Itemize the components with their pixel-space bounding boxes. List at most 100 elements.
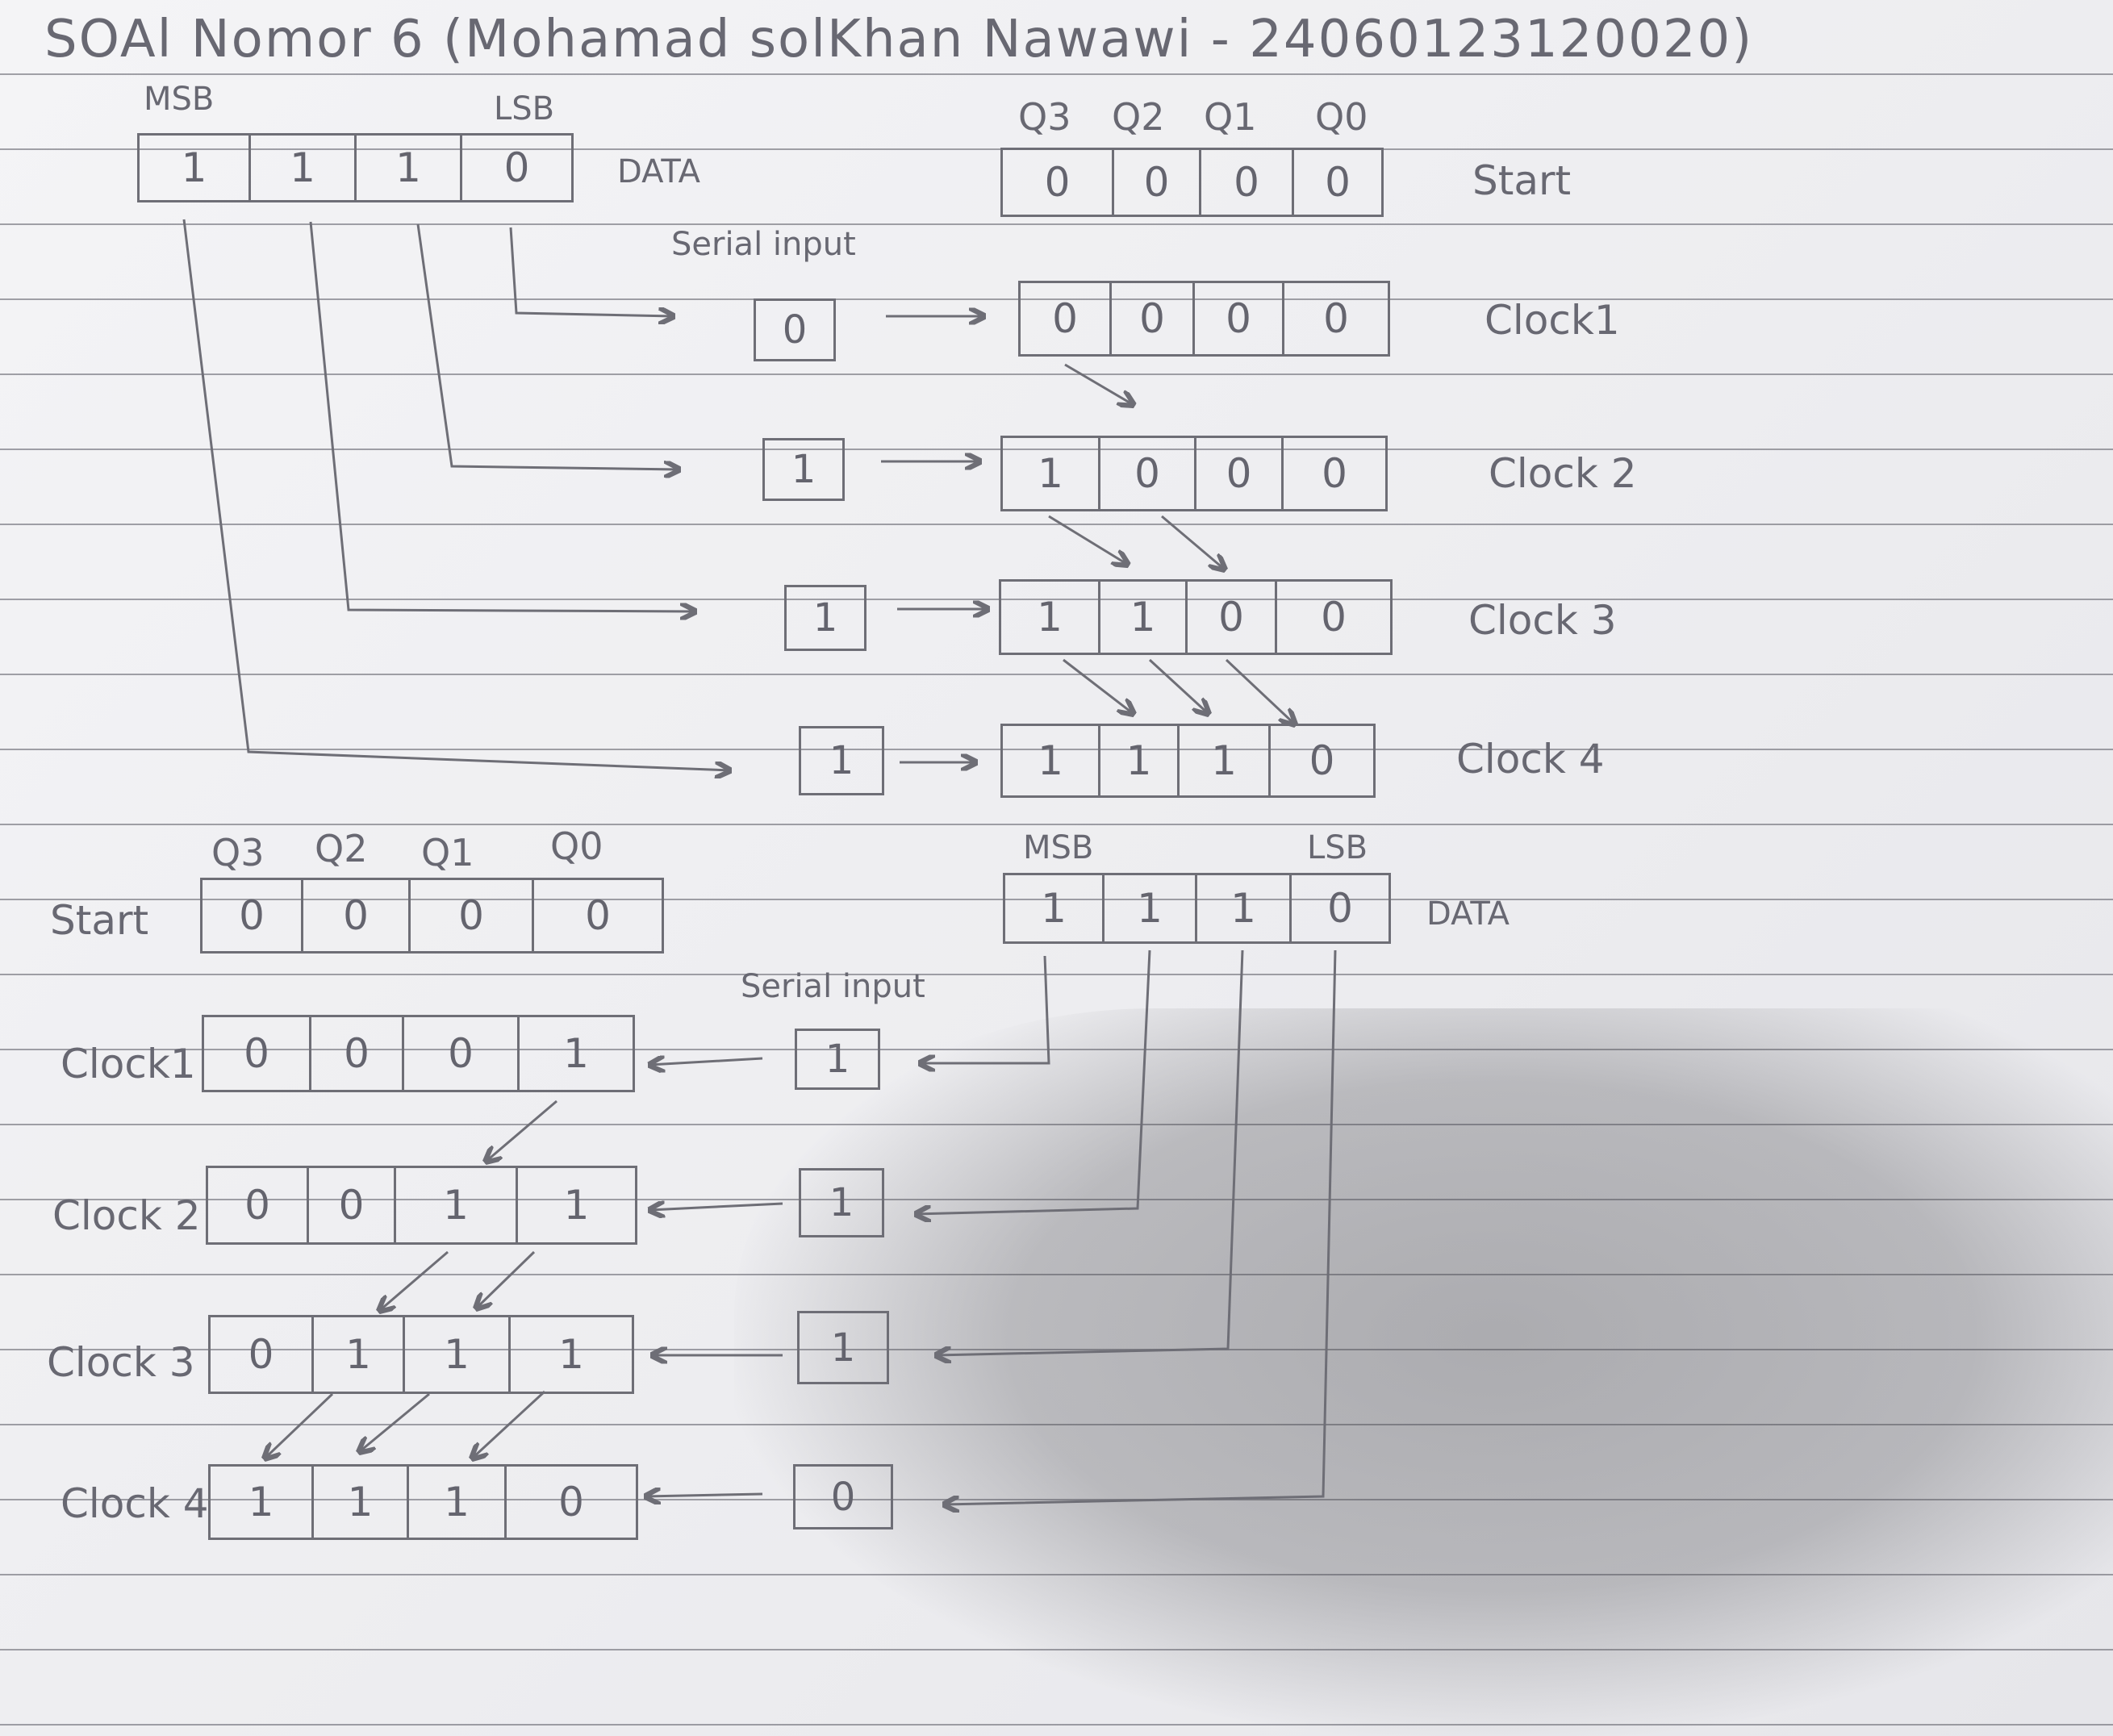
q0-cell: 0 xyxy=(585,892,611,939)
q3-cell: 1 xyxy=(1003,726,1100,795)
data-bit: 1 xyxy=(1005,875,1105,941)
wire-bit2-to-clock3 xyxy=(936,949,1244,1355)
serial-input-box: 1 xyxy=(762,438,845,501)
shift-arrow xyxy=(1064,363,1134,405)
q1-label-bottom: Q1 xyxy=(421,831,474,874)
q2-cell: 0 xyxy=(1114,150,1201,215)
data-bit: 1 xyxy=(140,136,251,200)
data-bit: 1 xyxy=(357,136,462,200)
q0-cell: 1 xyxy=(563,1030,589,1077)
q2-cell: 0 xyxy=(311,1017,404,1090)
q1-cell: 0 xyxy=(1195,283,1284,354)
wire-lsb-to-clock4 xyxy=(944,949,1337,1504)
q0-cell: 1 xyxy=(563,1182,590,1229)
serial-input-label-bottom: Serial input xyxy=(741,968,925,1005)
q1-cell: 1 xyxy=(405,1317,511,1392)
q1-cell: 1 xyxy=(396,1168,518,1242)
q2-cell: 0 xyxy=(1100,438,1196,509)
q0-cell: 0 xyxy=(1322,450,1347,497)
wire-msb-to-clock1 xyxy=(920,955,1050,1063)
q1-label-top: Q1 xyxy=(1204,95,1257,139)
shift-arrow xyxy=(476,1250,536,1308)
serial-input-box: 0 xyxy=(793,1464,893,1529)
q2-label-bottom: Q2 xyxy=(315,827,368,870)
q3-cell: 1 xyxy=(211,1467,314,1538)
data-bit: 0 xyxy=(503,144,530,191)
start-label-top: Start xyxy=(1472,157,1572,204)
serial-input-box: 1 xyxy=(784,585,866,651)
q3-cell: 0 xyxy=(1021,283,1112,354)
clock2-label-top: Clock 2 xyxy=(1489,450,1637,497)
q0-cell: 0 xyxy=(1321,594,1347,641)
q1-cell: 0 xyxy=(411,880,534,951)
clock4-label-bottom: Clock 4 xyxy=(61,1480,209,1527)
msb-label-top: MSB xyxy=(144,81,215,118)
shift-arrow xyxy=(1148,658,1209,714)
data-bit: 1 xyxy=(1105,875,1197,941)
q0-label-top: Q0 xyxy=(1315,95,1368,139)
arrow-input-to-reg xyxy=(645,1494,763,1496)
serial-input-box: 1 xyxy=(797,1311,889,1384)
q0-cell: 0 xyxy=(1325,159,1351,206)
serial-input-label-top: Serial input xyxy=(671,226,856,263)
msb-label-bottom: MSB xyxy=(1023,829,1094,866)
start-register-top: 0 0 0 0 xyxy=(1000,148,1384,217)
q0-cell: 1 xyxy=(558,1331,584,1378)
q3-cell: 0 xyxy=(208,1168,309,1242)
q1-cell: 1 xyxy=(1180,726,1271,795)
q3-cell: 0 xyxy=(211,1317,314,1392)
q1-cell: 0 xyxy=(1196,438,1284,509)
q2-cell: 1 xyxy=(314,1467,409,1538)
clock3-label-top: Clock 3 xyxy=(1468,597,1617,644)
wire-lsb-to-clock1 xyxy=(509,227,674,316)
q0-label-bottom: Q0 xyxy=(550,824,603,868)
clock1-register-bottom: 0 0 0 1 xyxy=(202,1015,635,1092)
q2-cell: 0 xyxy=(303,880,411,951)
shift-arrow xyxy=(486,1100,557,1162)
q2-cell: 0 xyxy=(309,1168,396,1242)
lsb-label-top: LSB xyxy=(494,90,555,127)
q3-cell: 1 xyxy=(1001,582,1100,653)
arrow-input-to-reg xyxy=(649,1058,763,1065)
q0-cell: 0 xyxy=(1309,737,1335,784)
wire-bit1-to-clock2 xyxy=(916,949,1151,1214)
clock1-label-bottom: Clock1 xyxy=(61,1041,196,1087)
q1-cell: 0 xyxy=(1201,150,1294,215)
clock3-label-bottom: Clock 3 xyxy=(47,1339,195,1386)
q3-cell: 0 xyxy=(204,1017,311,1090)
data-bit: 0 xyxy=(1327,885,1353,932)
q2-cell: 1 xyxy=(1100,726,1180,795)
q2-cell: 1 xyxy=(314,1317,405,1392)
data-bit: 1 xyxy=(1197,875,1292,941)
q1-cell: 0 xyxy=(404,1017,520,1090)
clock1-register-top: 0 0 0 0 xyxy=(1018,281,1390,357)
data-register-top: 1 1 1 0 xyxy=(137,133,574,202)
wire-bit1-to-clock3 xyxy=(309,221,695,611)
q2-cell: 1 xyxy=(1100,582,1188,653)
wire-msb-to-clock4 xyxy=(182,219,730,770)
data-label-top: DATA xyxy=(617,153,701,190)
q3-cell: 1 xyxy=(1003,438,1100,509)
shift-arrow xyxy=(1048,515,1128,565)
q3-label-bottom: Q3 xyxy=(211,831,265,874)
q3-cell: 0 xyxy=(203,880,303,951)
wire-bit2-to-clock2 xyxy=(416,223,679,469)
data-label-bottom: DATA xyxy=(1426,895,1510,933)
arrow-input-to-reg xyxy=(649,1204,783,1210)
data-bit: 1 xyxy=(251,136,357,200)
start-label-bottom: Start xyxy=(50,897,149,944)
clock2-label-bottom: Clock 2 xyxy=(52,1192,201,1239)
shift-arrow xyxy=(1225,658,1295,724)
start-register-bottom: 0 0 0 0 xyxy=(200,878,664,954)
page-title: SOAl Nomor 6 (Mohamad solKhan Nawawi - 2… xyxy=(44,10,1754,69)
q0-cell: 0 xyxy=(558,1479,584,1525)
hand-shadow xyxy=(734,1008,2113,1736)
serial-input-box: 1 xyxy=(795,1029,880,1090)
clock4-label-top: Clock 4 xyxy=(1456,736,1605,782)
shift-arrow xyxy=(1063,658,1134,714)
serial-input-box: 0 xyxy=(754,298,836,361)
serial-input-box: 1 xyxy=(799,1168,884,1237)
clock2-register-bottom: 0 0 1 1 xyxy=(206,1166,637,1245)
q0-cell: 0 xyxy=(1323,295,1349,342)
